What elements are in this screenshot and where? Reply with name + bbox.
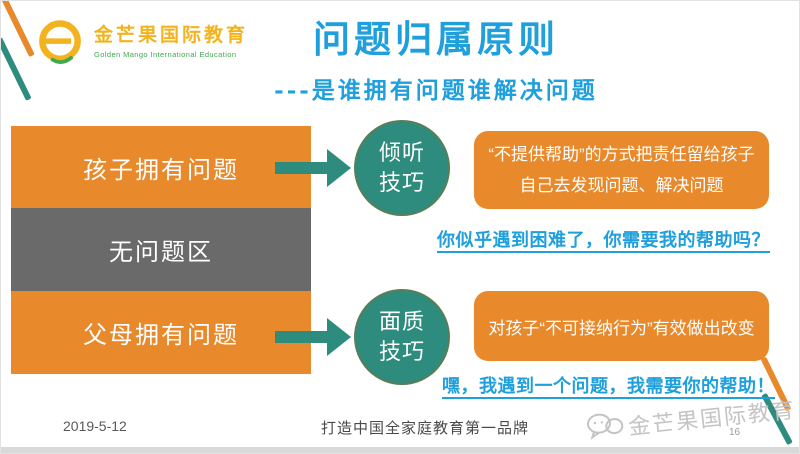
page-title: 问题归属原则 <box>313 17 559 61</box>
arrow-shaft <box>275 162 329 174</box>
arrow-shaft <box>275 331 329 343</box>
circle-confrontation-skill: 面质 技巧 <box>354 289 450 385</box>
circle-listening-skill: 倾听 技巧 <box>354 120 450 216</box>
callout-line: “不提供帮助”的方式把责任留给孩子 <box>488 144 755 164</box>
arrow-head <box>327 318 351 356</box>
callout-line: 对孩子“不可接纳行为”有效做出改变 <box>488 318 755 338</box>
header: 问题归属原则 ---是谁拥有问题谁解决问题 <box>241 9 631 105</box>
logo-title: 金芒果国际教育 <box>94 25 249 46</box>
circle-label-line: 面质 <box>378 309 425 335</box>
circle-label-line: 倾听 <box>378 140 425 166</box>
wechat-icon <box>585 410 630 446</box>
watermark-text: 金芒果国际教育 <box>627 397 797 440</box>
page-number: 16 <box>729 427 741 438</box>
bottom-bar <box>1 447 799 453</box>
note-parent-quote: 嘿，我遇到一个问题，我需要你的帮助！ <box>442 376 775 397</box>
logo: 金芒果国际教育 Golden Mango International Educa… <box>34 17 248 74</box>
mango-logo-icon <box>34 17 86 74</box>
box-no-problem-area: 无问题区 <box>11 208 311 291</box>
circle-label-line: 技巧 <box>378 339 425 364</box>
page-subtitle: ---是谁拥有问题谁解决问题 <box>274 77 598 104</box>
callout-child: “不提供帮助”的方式把责任留给孩子 自己去发现问题、解决问题 <box>474 131 769 209</box>
circle-label-line: 技巧 <box>378 170 425 195</box>
callout-parent: 对孩子“不可接纳行为”有效做出改变 <box>474 291 769 361</box>
box-child-owns-problem: 孩子拥有问题 <box>11 126 311 208</box>
note-child-quote: 你似乎遇到困难了，你需要我的帮助吗？ <box>437 230 770 251</box>
box-parent-owns-problem: 父母拥有问题 <box>11 291 311 374</box>
arrow-right-icon <box>275 149 351 187</box>
arrow-head <box>327 149 351 187</box>
slide-date: 2019-5-12 <box>63 418 127 434</box>
callout-line: 自己去发现问题、解决问题 <box>519 176 724 195</box>
logo-subtitle: Golden Mango International Education <box>94 50 237 59</box>
footer-watermark: 金芒果国际教育 <box>585 392 797 446</box>
logo-text: 金芒果国际教育 Golden Mango International Educa… <box>94 17 248 59</box>
arrow-right-icon <box>275 318 351 356</box>
footer-slogan: 打造中国全家庭教育第一品牌 <box>321 421 530 437</box>
